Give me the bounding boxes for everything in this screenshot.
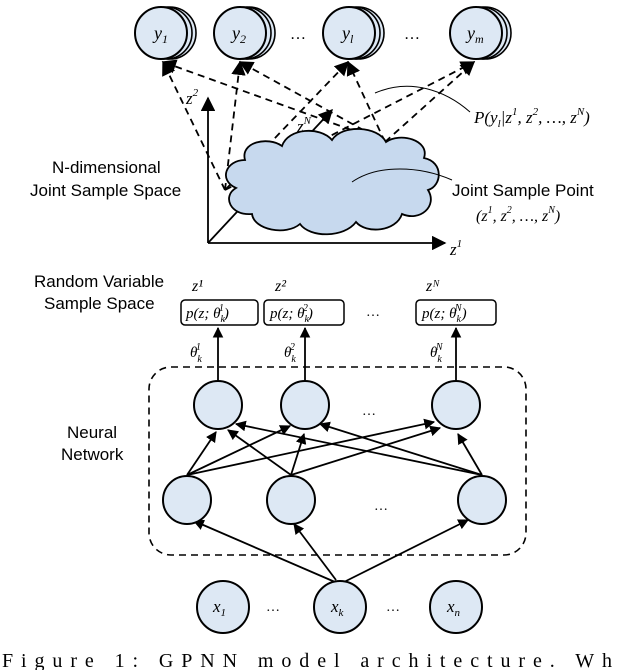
probability-leader-line — [374, 85, 471, 113]
svg-text:p(z; θk1): p(z; θk1) — [185, 303, 229, 325]
top-layer-ellipsis: … — [362, 404, 376, 419]
svg-text:p(z; θkN): p(z; θkN) — [421, 303, 467, 325]
joint-sample-point-coords: (z1, z2, …, zN) — [476, 205, 560, 225]
distribution-box-1: p(z; θk1) — [180, 299, 259, 326]
input-node-xn: xn — [429, 580, 483, 634]
joint-space-label-line2: Joint Sample Space — [30, 181, 181, 200]
outputs-ellipsis-2: … — [404, 26, 420, 43]
bottom-layer-node-1 — [162, 475, 212, 525]
axis-z1-label: z1 — [449, 238, 462, 259]
sample-space-label-line1: Random Variable — [34, 272, 164, 291]
caption-fragment: Figure 1: GPNN model architecture. Wh — [2, 650, 612, 670]
bottom-layer-ellipsis: … — [374, 499, 388, 514]
top-to-distribution-arrows — [212, 326, 462, 381]
input-to-hidden-connections — [193, 519, 469, 583]
network-label-line1: Neural — [67, 423, 117, 442]
top-layer-node-N — [431, 380, 481, 430]
distribution-ellipsis: … — [366, 305, 380, 320]
hidden-layer-connections — [186, 418, 483, 476]
bottom-layer-node-2 — [266, 475, 316, 525]
joint-space-label-line1: N-dimensional — [52, 158, 161, 177]
sample-space-label-line2: Sample Space — [44, 294, 155, 313]
svg-text:xn: xn — [446, 597, 461, 619]
output-node-y1: y1 — [134, 6, 197, 60]
neural-network-boundary — [148, 366, 527, 556]
network-label-line2: Network — [61, 445, 124, 464]
sample-z2: z² — [274, 278, 287, 295]
axis-zN-label: zN — [296, 115, 312, 136]
outputs-ellipsis-1: … — [290, 26, 306, 43]
joint-sample-point-label: Joint Sample Point — [452, 181, 594, 200]
probability-label: P(yl|z1, z2, …, zN) — [473, 106, 590, 130]
inputs-ellipsis-left: … — [266, 600, 280, 615]
svg-text:x1: x1 — [212, 597, 226, 619]
theta-N-label: θkN — [430, 342, 444, 365]
bottom-layer-node-N — [457, 475, 507, 525]
y2-label: y2 — [230, 23, 246, 46]
inputs-ellipsis-right: … — [386, 600, 400, 615]
sample-z1: z¹ — [191, 278, 203, 295]
svg-text:p(z; θk2): p(z; θk2) — [269, 303, 313, 325]
distribution-box-N: p(z; θkN) — [415, 299, 497, 326]
output-node-y2: y2 — [213, 6, 276, 60]
svg-text:xk: xk — [330, 597, 345, 619]
y1-label: y1 — [152, 23, 168, 46]
top-layer-node-2 — [280, 380, 330, 430]
point-leader-line — [351, 168, 453, 183]
yl-label: yl — [340, 23, 354, 46]
joint-sample-cloud — [225, 128, 440, 236]
input-node-xk: xk — [313, 580, 367, 634]
output-node-yl: yl — [322, 6, 385, 60]
ym-label: ym — [465, 23, 484, 46]
input-node-x1: x1 — [196, 580, 250, 634]
top-layer-node-1 — [193, 380, 243, 430]
sample-zN: zᴺ — [425, 278, 440, 295]
theta-2-label: θk2 — [284, 342, 296, 365]
output-node-ym: ym — [449, 6, 512, 60]
theta-1-label: θk1 — [190, 342, 202, 365]
distribution-box-2: p(z; θk2) — [263, 299, 345, 326]
axis-z2-label: z2 — [185, 87, 199, 108]
